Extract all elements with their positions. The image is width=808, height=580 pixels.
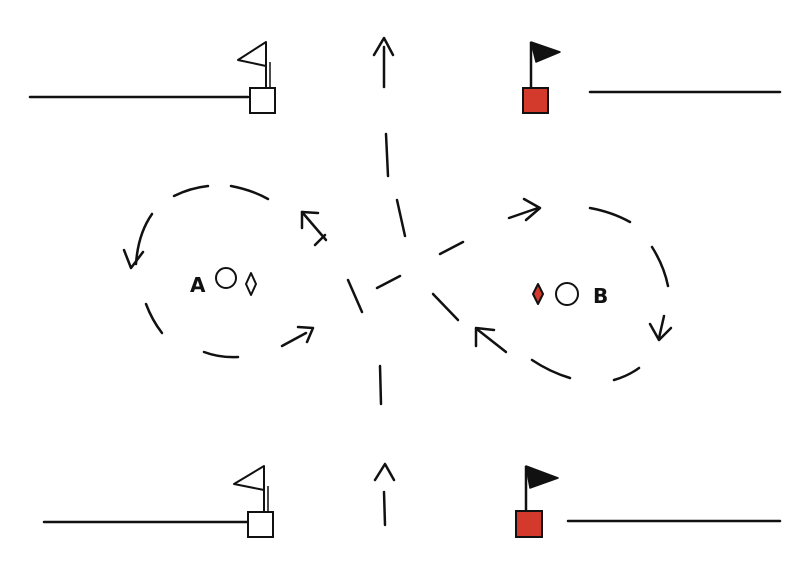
marker-square-red [522, 87, 549, 114]
arrow-right-icon [280, 331, 308, 348]
arrow-down-icon [122, 248, 145, 270]
dash [172, 184, 210, 198]
right-loop [530, 206, 670, 382]
dash [438, 240, 465, 256]
marker-square-white [247, 511, 274, 538]
cone-circle-icon [555, 282, 579, 306]
marker-top-right-black-flag-icon [522, 41, 561, 114]
arrow-right-head [522, 197, 542, 222]
dash [375, 274, 402, 290]
arrow-down-icon [657, 314, 666, 340]
arrow-up-icon [372, 36, 395, 57]
center-arrowheads [372, 36, 396, 482]
arrow-right-icon [507, 206, 540, 220]
left-loop [134, 184, 270, 359]
dash [395, 198, 407, 238]
crossing-dashes [313, 233, 465, 322]
arrow-up-icon [373, 462, 396, 482]
marker-square-red [515, 510, 543, 538]
dash [530, 358, 572, 380]
dash [346, 278, 364, 314]
marker-bottom-right-black-flag-icon [515, 465, 559, 538]
white-diamond-icon [245, 272, 257, 296]
dash [202, 350, 240, 359]
flag-white [233, 465, 265, 491]
flag-black [530, 41, 561, 63]
dash [612, 366, 641, 382]
right-loop-arrows [474, 197, 673, 354]
left-loop-arrows [122, 210, 328, 348]
dash [384, 132, 390, 178]
flag-white [237, 41, 267, 67]
marker-square-white [249, 87, 276, 114]
label-b: B [593, 284, 608, 308]
arrow-up-left-icon [476, 328, 508, 354]
dash [431, 292, 460, 322]
center-path-dashes [346, 45, 407, 527]
red-diamond-icon [532, 283, 544, 305]
dash [382, 490, 387, 527]
dash [378, 364, 383, 406]
arrow-up-left-line [300, 210, 328, 242]
arrow-up-left-head [474, 326, 496, 348]
dash [588, 206, 632, 224]
marker-bottom-left-white-flag-icon [233, 465, 274, 538]
arrow-right-head [296, 325, 315, 344]
boundary-lines [28, 90, 782, 524]
marker-top-left-white-flag-icon [237, 41, 276, 114]
dash [144, 302, 164, 335]
flag-black [525, 465, 559, 489]
dash [229, 184, 270, 201]
arrow-down-head [648, 322, 673, 342]
dash [650, 245, 670, 288]
label-a: A [190, 273, 206, 297]
cone-a-group: A [190, 267, 257, 297]
cone-circle-icon [215, 267, 237, 289]
cone-b-group: B [532, 282, 608, 308]
